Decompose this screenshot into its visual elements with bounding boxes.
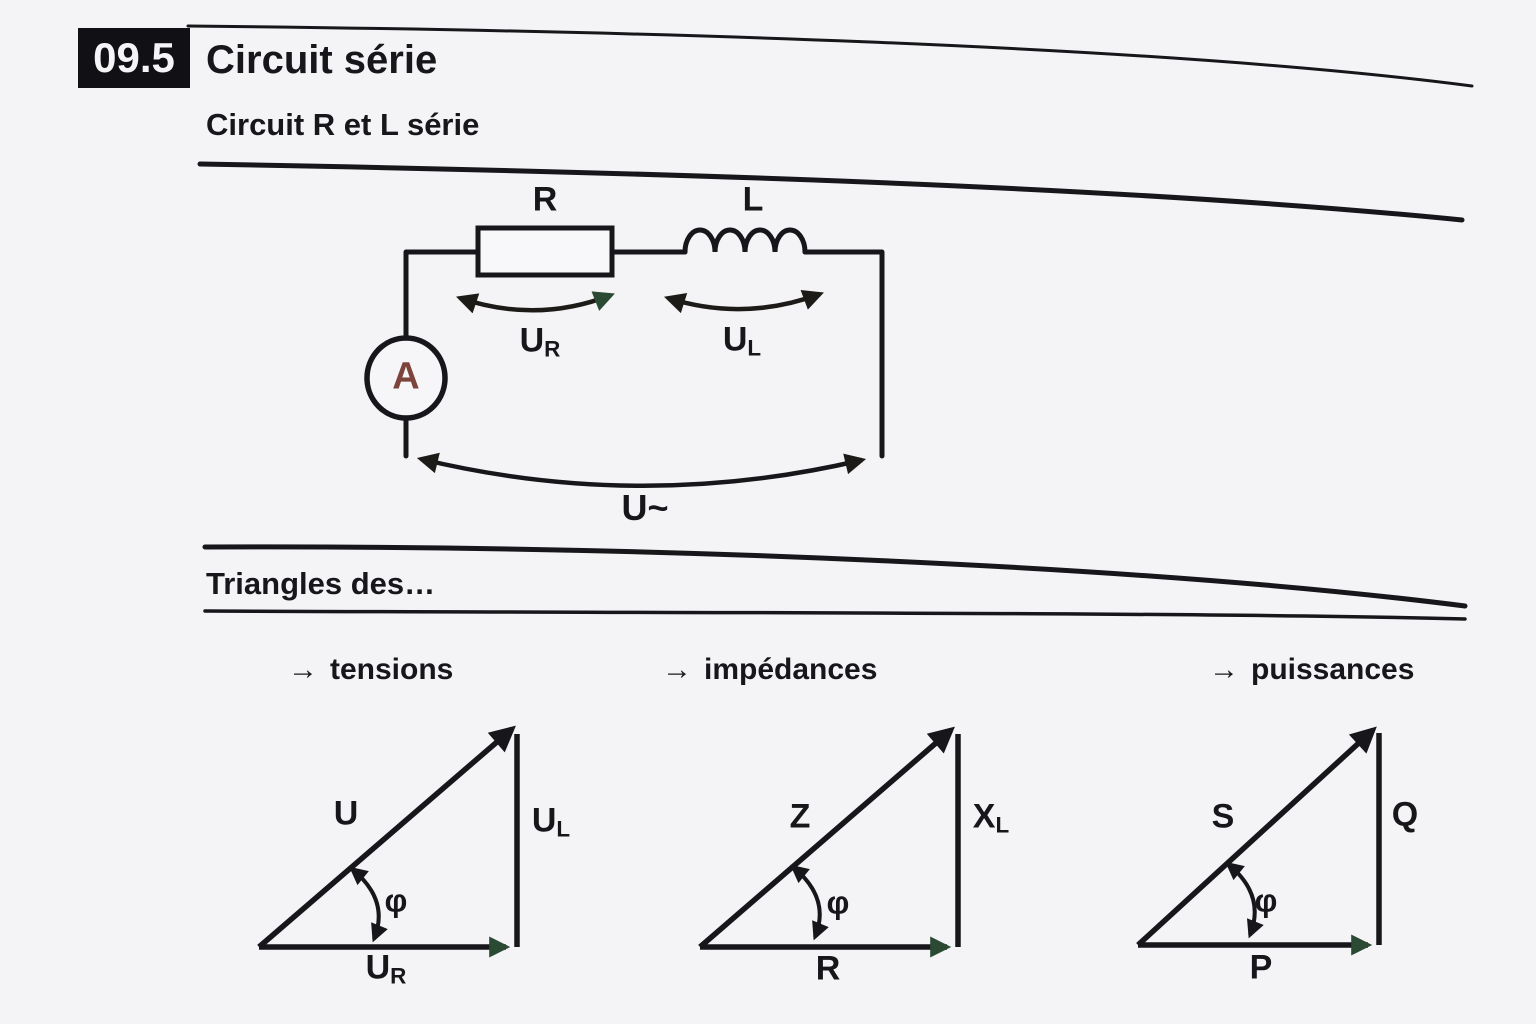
t2-vertical-label: XL (973, 798, 1009, 839)
t3-vertical-label: Q (1392, 796, 1418, 837)
t2-angle-label: φ (826, 884, 850, 921)
caption-tensions: → tensions (288, 653, 453, 687)
triangle-puissances (1136, 726, 1382, 956)
triangle-puissances-hypotenuse (1136, 726, 1377, 948)
triangle-impedances-hypotenuse (698, 726, 955, 950)
ruled-line-top (186, 24, 1474, 88)
subsection-title-triangles: Triangles des… (206, 566, 436, 601)
t3-hypotenuse-label: S (1211, 797, 1235, 836)
triangle-impedances-angle-arc (790, 864, 829, 941)
triangle-impedances (698, 726, 961, 958)
t1-base-base: U (365, 948, 391, 987)
arrow-icon: → (662, 653, 692, 686)
t2-base-base: R (815, 949, 841, 988)
t2-vertical-base: X (972, 797, 996, 836)
t1-angle-label: φ (384, 882, 408, 919)
t1-base-sub: R (390, 963, 407, 989)
resistor-label: R (532, 180, 558, 219)
circuit-wires (403, 249, 885, 459)
caption-puissances-text: puissances (1251, 653, 1415, 686)
source-voltage-label: U~ (621, 487, 669, 528)
t2-base-label: R (816, 950, 841, 991)
ammeter-circle (364, 335, 448, 421)
voltage-label-ul-sub: L (747, 335, 762, 361)
ruled-line-section2-bottom (203, 609, 1467, 621)
caption-puissances: → puissances (1209, 653, 1414, 687)
voltage-arrow-source (416, 452, 867, 488)
t2-vertical-sub: L (995, 812, 1010, 838)
ruled-line-section1 (197, 161, 1465, 223)
caption-impedances: → impédances (662, 653, 877, 687)
arrow-icon: → (1209, 653, 1239, 686)
t1-vertical-label: UL (532, 802, 570, 843)
inductor-label: L (742, 180, 764, 219)
t3-angle-label: φ (1254, 882, 1278, 919)
voltage-arrow-ur (456, 291, 615, 314)
t1-base-label: UR (366, 949, 407, 990)
subsection-title-circuit: Circuit R et L série (206, 107, 480, 142)
voltage-label-ul: UL (723, 321, 761, 362)
t3-base-label: P (1250, 949, 1273, 990)
caption-impedances-text: impédances (704, 653, 878, 686)
voltage-label-ur-sub: R (544, 336, 561, 362)
arrow-icon: → (288, 653, 318, 686)
triangle-tensions-angle-arc (349, 866, 388, 943)
voltage-arrow-ul (663, 289, 824, 314)
t3-base-base: P (1249, 948, 1273, 987)
voltage-label-ur-base: U (519, 321, 545, 360)
triangle-puissances-angle-arc (1225, 861, 1264, 939)
t1-vertical-sub: L (556, 816, 571, 842)
triangle-tensions (257, 725, 520, 958)
t1-vertical-base: U (531, 801, 557, 840)
voltage-label-ur: UR (520, 322, 561, 363)
section-number-badge: 09.5 (78, 28, 190, 88)
t2-hypotenuse-label: Z (789, 797, 811, 836)
caption-tensions-text: tensions (330, 653, 454, 686)
ruled-line-section2-top (202, 544, 1468, 609)
circuit-diagram (364, 225, 885, 488)
ammeter-label: A (392, 355, 420, 398)
inductor-coil (682, 227, 808, 255)
page-title: Circuit série (206, 38, 438, 82)
t3-vertical-base: Q (1391, 795, 1419, 834)
voltage-label-ul-base: U (722, 320, 748, 359)
triangle-tensions-hypotenuse (257, 725, 516, 950)
resistor-body (475, 225, 615, 278)
t1-hypotenuse-label: U (333, 794, 359, 833)
